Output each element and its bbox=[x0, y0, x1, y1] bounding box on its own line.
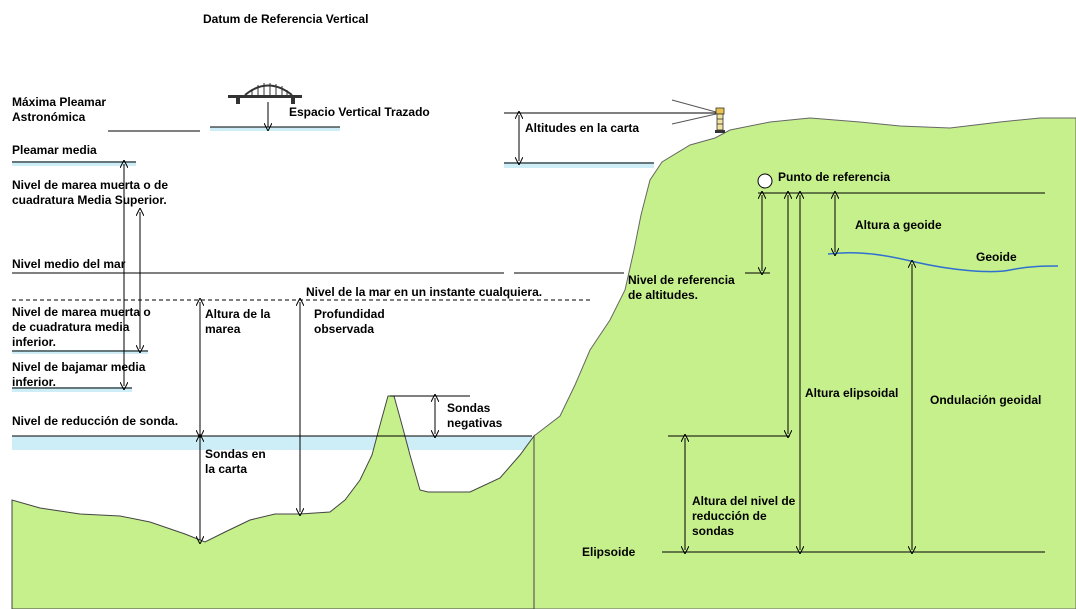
label-pleamar-media: Pleamar media bbox=[12, 143, 97, 157]
label-altitudes-carta: Altitudes en la carta bbox=[525, 121, 640, 135]
lighthouse-beam bbox=[671, 99, 717, 125]
label-elipsoide: Elipsoide bbox=[582, 545, 636, 559]
label-altura-elipsoidal: Altura elipsoidal bbox=[805, 386, 899, 400]
label-sondas-negativas: Sondas negativas bbox=[447, 401, 503, 430]
geoid-curve bbox=[827, 251, 1059, 273]
label-nivel-medio: Nivel medio del mar bbox=[12, 257, 126, 271]
label-geoide: Geoide bbox=[976, 250, 1017, 264]
measurement-arrows bbox=[124, 102, 912, 550]
level-lines bbox=[12, 112, 1045, 553]
label-espacio-vertical: Espacio Vertical Trazado bbox=[289, 105, 430, 119]
label-marea-muerta-inferior: Nivel de marea muerta o de cuadratura me… bbox=[12, 305, 151, 349]
label-bajamar: Nivel de bajamar media inferior. bbox=[12, 360, 146, 389]
label-altura-marea: Altura de la marea bbox=[205, 307, 271, 336]
seabed bbox=[11, 395, 535, 609]
land-right bbox=[533, 117, 1076, 609]
diagram-title: Datum de Referencia Vertical bbox=[203, 12, 369, 26]
label-nivel-instante: Nivel de la mar en un instante cualquier… bbox=[306, 285, 543, 299]
label-altura-nivel-reduccion: Altura del nivel de reducción de sondas bbox=[692, 494, 796, 538]
label-profundidad: Profundidad observada bbox=[314, 307, 385, 336]
label-marea-muerta-superior: Nivel de marea muerta o de cuadratura Me… bbox=[12, 178, 169, 207]
label-maxima-pleamar: Máxima Pleamar Astronómica bbox=[12, 95, 107, 124]
label-nivel-referencia-altitudes: Nivel de referencia de altitudes. bbox=[628, 273, 735, 302]
bridge-icon bbox=[228, 83, 302, 104]
label-sondas-carta: Sondas en la carta bbox=[205, 447, 266, 476]
label-altura-geoide: Altura a geoide bbox=[855, 218, 942, 232]
reference-point-icon bbox=[757, 173, 773, 189]
lighthouse-icon bbox=[715, 107, 725, 133]
label-reduccion-sonda: Nivel de reducción de sonda. bbox=[12, 414, 179, 428]
label-punto-referencia: Punto de referencia bbox=[778, 170, 891, 184]
label-ondulacion: Ondulación geoidal bbox=[930, 393, 1042, 407]
